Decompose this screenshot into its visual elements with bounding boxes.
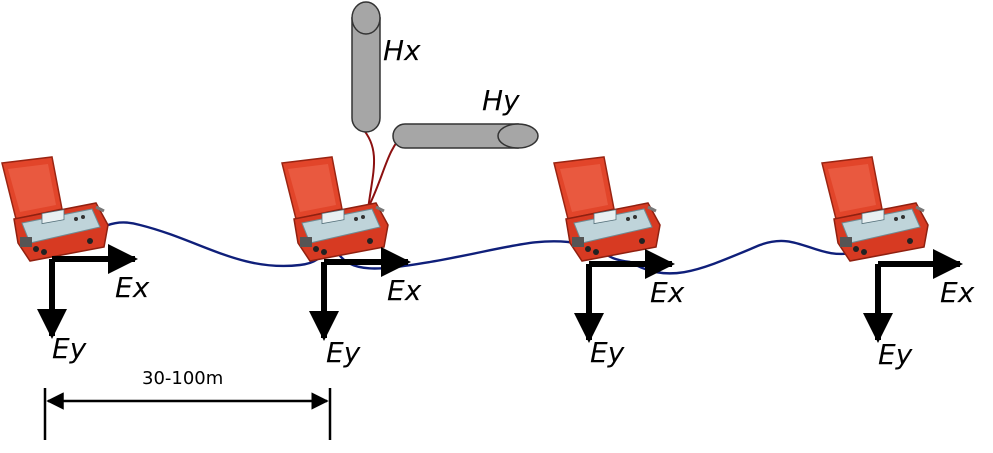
field-instrument-icon xyxy=(280,155,390,263)
data-cable xyxy=(39,221,859,275)
ex-label: Ex xyxy=(115,271,150,304)
hy-coil xyxy=(392,123,539,149)
field-instrument-icon xyxy=(820,155,930,263)
hy-label: Hy xyxy=(482,84,520,117)
ex-label: Ex xyxy=(940,276,975,309)
spacing-label: 30-100m xyxy=(142,368,223,389)
station-3-axes xyxy=(574,249,675,343)
ex-label: Ex xyxy=(387,274,422,307)
ey-label: Ey xyxy=(52,332,87,365)
station-4-axes xyxy=(863,249,963,343)
ex-label: Ex xyxy=(650,276,685,309)
field-instrument-icon xyxy=(0,155,110,263)
hx-coil xyxy=(351,1,381,133)
station-1-axes xyxy=(37,244,138,339)
ey-label: Ey xyxy=(590,336,625,369)
ey-label: Ey xyxy=(878,338,913,371)
station-2-axes xyxy=(309,247,411,341)
hx-label: Hx xyxy=(383,34,421,67)
spacing-dimension xyxy=(43,388,332,440)
magnetometer-cable-hx xyxy=(361,127,375,211)
field-instrument-icon xyxy=(552,155,662,263)
ey-label: Ey xyxy=(326,336,361,369)
